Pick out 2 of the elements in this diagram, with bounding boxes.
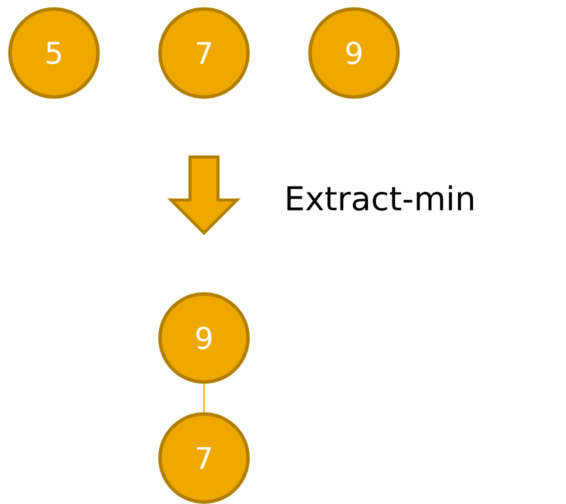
operation-label: Extract-min	[287, 185, 474, 211]
connector-line	[203, 384, 205, 412]
